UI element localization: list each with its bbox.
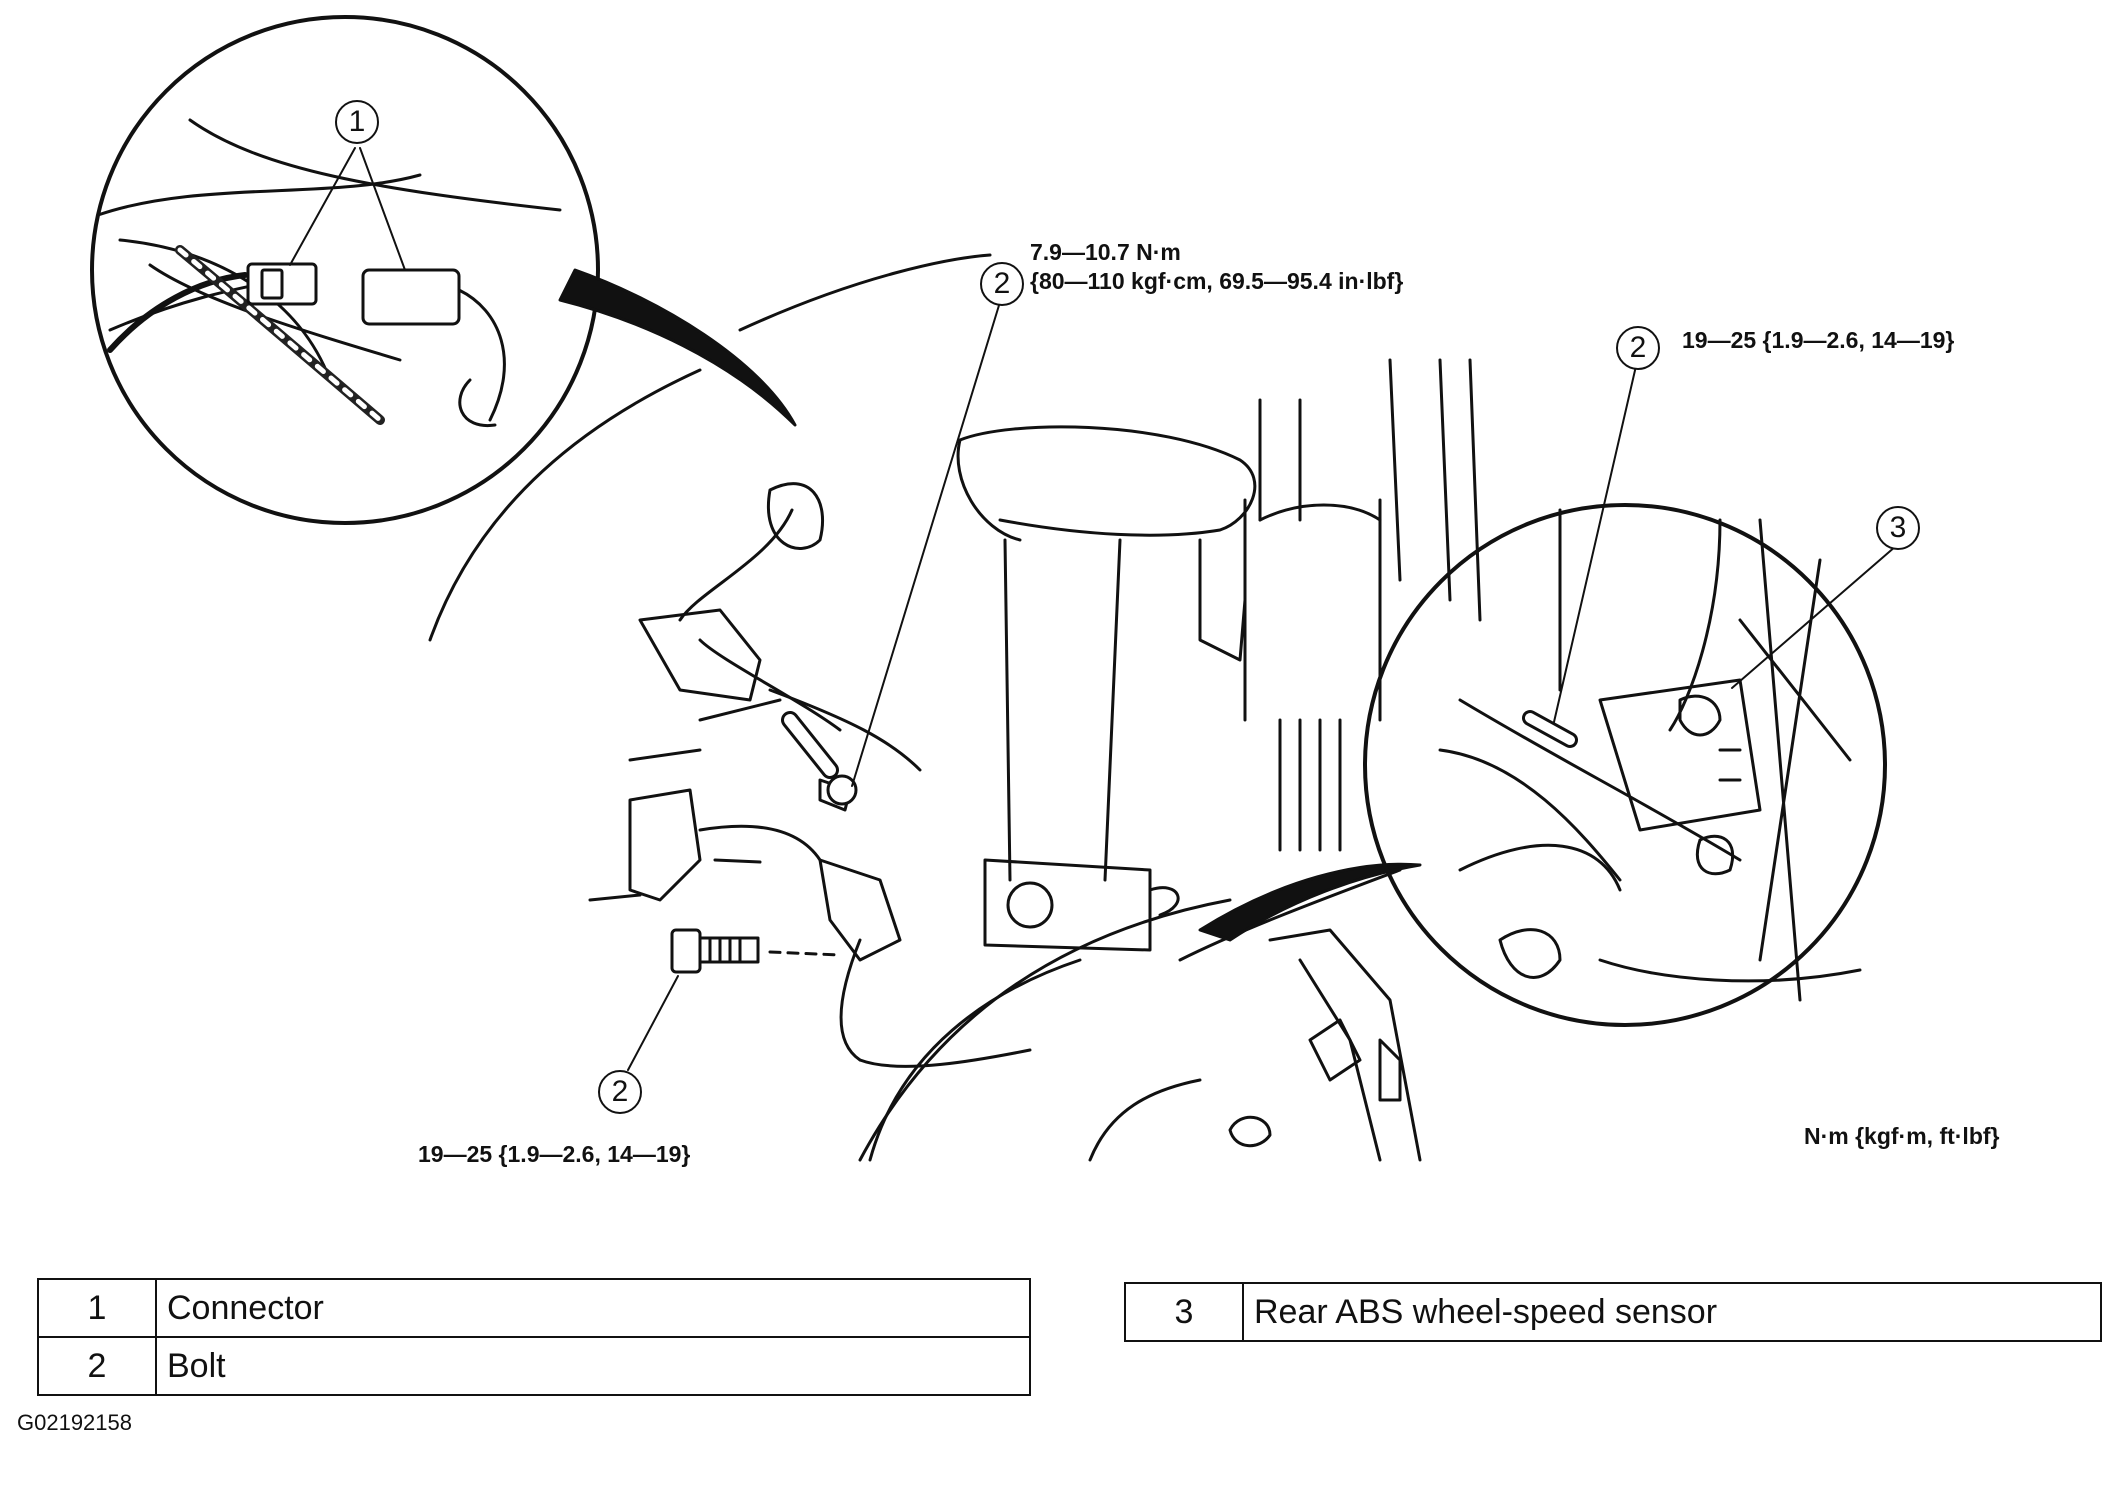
sensor-detail-circle [1363,503,1887,1027]
torque-upper-line1: 7.9—10.7 N·m [1030,239,1181,265]
connector-detail-circle [90,15,797,525]
torque-units: N·m {kgf·m, ft·lbf} [1804,1123,2000,1149]
strut [956,358,1482,952]
brake-disc [868,862,1422,1162]
torque-lower-bolt: 19—25 {1.9—2.6, 14—19} [418,1141,691,1167]
legend-table-right: 3 Rear ABS wheel-speed sensor [1124,1282,2102,1342]
legend-num: 2 [37,1336,157,1396]
legend-table-left: 1 Connector 2 Bolt [37,1278,1031,1396]
harness-bracket [588,482,1032,1068]
bolt-upper [781,711,858,806]
legend-num: 3 [1124,1282,1244,1342]
callout-2-bolt-sensor: 2 [1616,326,1660,370]
callout-1-connector: 1 [335,100,379,144]
abs-sensor-illustration [90,15,1897,1162]
bolt-lower [670,928,842,974]
table-row: 2 Bolt [37,1336,1031,1396]
table-row: 1 Connector [37,1278,1031,1338]
callout-2-bolt-lower: 2 [598,1070,642,1114]
callout-2-bolt-upper: 2 [980,262,1024,306]
leader-lines [289,147,1897,1071]
figure-id: G02192158 [17,1410,132,1435]
torque-upper-line2: {80—110 kgf·cm, 69.5—95.4 in·lbf} [1030,268,1404,294]
callout-3-sensor: 3 [1876,506,1920,550]
legend-label: Bolt [155,1336,1031,1396]
table-row: 3 Rear ABS wheel-speed sensor [1124,1282,2102,1342]
legend-label: Rear ABS wheel-speed sensor [1242,1282,2102,1342]
torque-sensor-bolt: 19—25 {1.9—2.6, 14—19} [1682,327,1955,353]
legend-num: 1 [37,1278,157,1338]
background-arcs [428,253,1232,1162]
legend-label: Connector [155,1278,1031,1338]
